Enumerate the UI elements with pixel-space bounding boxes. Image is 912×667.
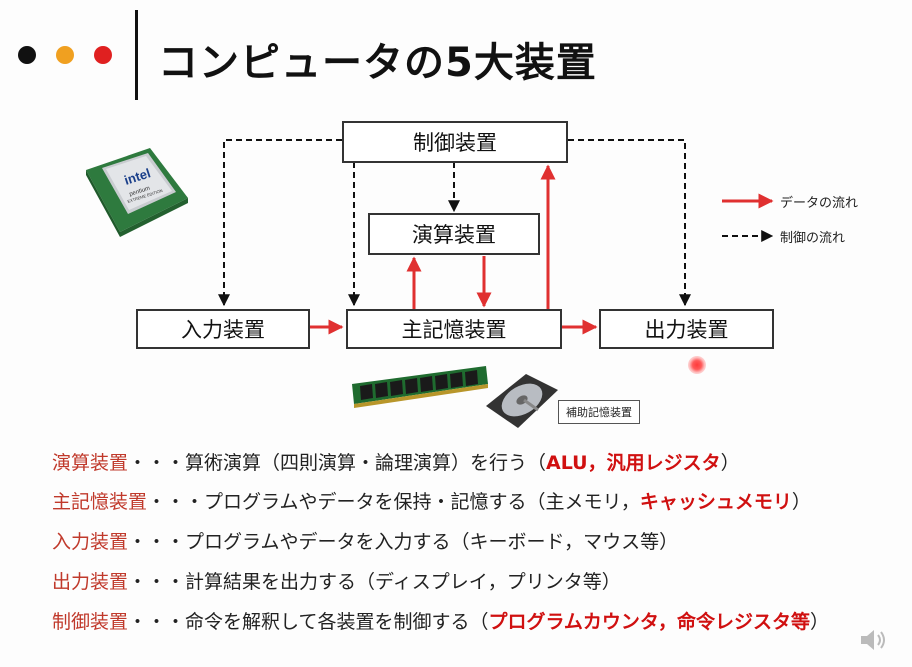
description-tail: ） [809,611,829,633]
cpu-chip-icon: intel pentium EXTREME EDITION [86,148,188,237]
output-unit-box: 出力装置 [599,309,774,349]
description-term: 入力装置 [52,531,129,553]
laser-pointer-icon [688,356,706,374]
ram-module-icon [352,366,488,408]
orange-dot-icon [56,46,74,64]
title-divider [135,10,138,100]
speaker-icon[interactable] [858,625,892,655]
description-separator: ・・・ [128,571,186,593]
red-dot-icon [94,46,112,64]
description-arithmetic: 演算装置・・・算術演算（四則演算・論理演算）を行う（ALU，汎用レジスタ） [52,448,740,475]
description-text: 算術演算（四則演算・論理演算）を行う（ [185,452,547,474]
description-highlight: プログラムカウンタ，命令レジスタ等 [488,611,810,633]
slide-title: コンピュータの5大装置 [158,40,597,86]
description-input: 入力装置・・・プログラムやデータを入力する（キーボード，マウス等） [52,527,678,554]
description-tail: ） [791,491,811,513]
description-term: 制御装置 [52,611,129,633]
description-text: プログラムやデータを入力する（キーボード，マウス等） [185,531,679,553]
main-memory-box: 主記憶装置 [346,309,562,349]
input-unit-box: 入力装置 [136,309,310,349]
control-unit-box: 制御装置 [342,121,568,163]
hard-disk-icon [486,374,558,428]
description-separator: ・・・ [147,491,205,513]
description-highlight: ALU，汎用レジスタ [546,452,721,474]
description-output: 出力装置・・・計算結果を出力する（ディスプレイ，プリンタ等） [52,567,621,594]
description-control: 制御装置・・・命令を解釈して各装置を制御する（プログラムカウンタ，命令レジスタ等… [52,607,829,634]
description-text: 命令を解釈して各装置を制御する（ [185,611,489,633]
legend-control-flow: 制御の流れ [780,231,846,246]
description-term: 主記憶装置 [52,491,148,513]
description-separator: ・・・ [128,531,186,553]
control-arrow-to-input [218,139,342,307]
description-separator: ・・・ [128,452,186,474]
description-text: プログラムやデータを保持・記憶する（主メモリ， [204,491,640,513]
description-term: 演算装置 [52,452,129,474]
arithmetic-unit-box: 演算装置 [368,213,540,255]
control-arrow-to-output [568,139,691,307]
description-tail: ） [720,452,740,474]
legend-data-flow: データの流れ [780,196,859,211]
description-term: 出力装置 [52,571,129,593]
description-text: 計算結果を出力する（ディスプレイ，プリンタ等） [185,571,621,593]
description-highlight: キャッシュメモリ [639,491,792,513]
black-dot-icon [18,46,36,64]
description-separator: ・・・ [128,611,186,633]
auxiliary-storage-label: 補助記憶装置 [558,400,640,424]
description-main-memory: 主記憶装置・・・プログラムやデータを保持・記憶する（主メモリ，キャッシュメモリ） [52,487,811,514]
